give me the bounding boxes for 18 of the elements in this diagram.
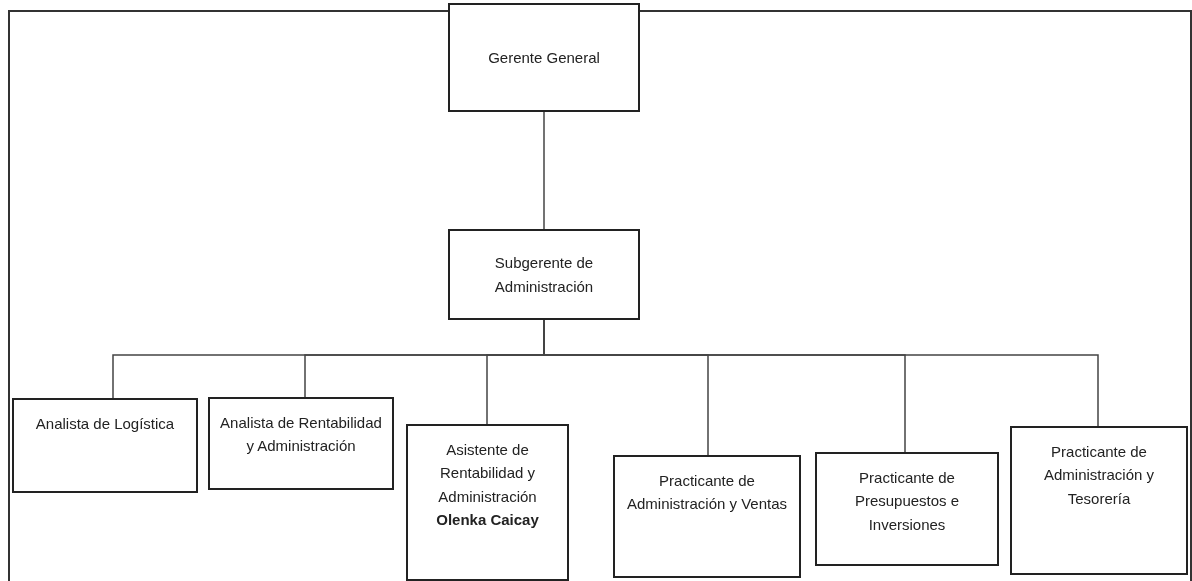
role-title: Practicante de Administración y Ventas bbox=[625, 471, 789, 515]
role-box bbox=[406, 424, 569, 581]
role-box bbox=[448, 229, 640, 320]
role-title: Analista de Rentabilidad y Administración bbox=[219, 413, 383, 457]
role-box bbox=[12, 398, 198, 493]
role-box bbox=[815, 452, 999, 566]
role-title: Practicante de Presupuestos e Inversiones bbox=[853, 468, 961, 535]
role-box bbox=[208, 397, 394, 490]
role-title: Practicante de Administración y Tesorería bbox=[1042, 442, 1155, 509]
role-title: Analista de Logística bbox=[35, 414, 175, 434]
role-box bbox=[448, 3, 640, 112]
connector-line bbox=[543, 111, 545, 230]
role-title: Asistente de Rentabilidad y Administración bbox=[437, 440, 538, 507]
role-box bbox=[1010, 426, 1188, 575]
role-box bbox=[613, 455, 801, 578]
role-title: Subgerente de Administración bbox=[493, 253, 595, 297]
role-title: Gerente General bbox=[488, 47, 600, 68]
person-name: Olenka Caicay bbox=[436, 509, 539, 530]
